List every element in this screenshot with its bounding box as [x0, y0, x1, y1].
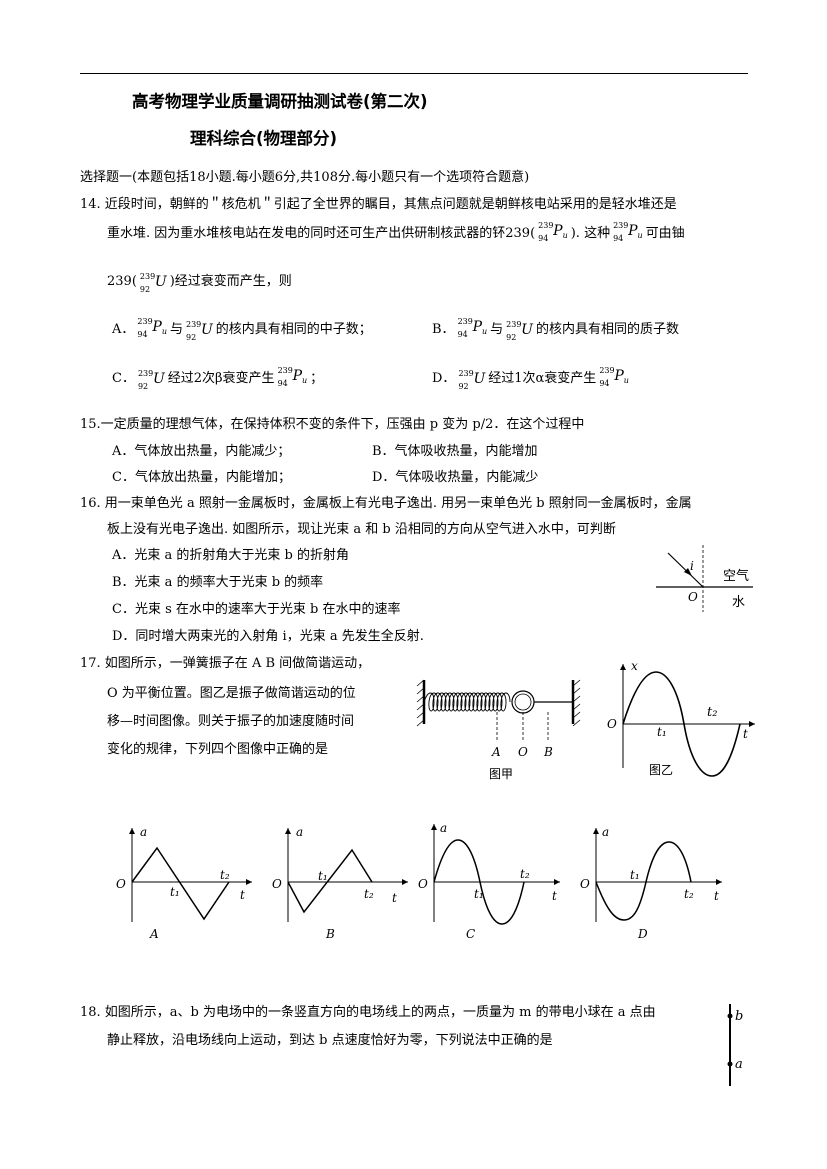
point-b [727, 1013, 733, 1019]
q17-line1: 17. 如图所示，一弹簧振子在 A B 间做简谐运动， [80, 656, 371, 671]
left-wall-hatch [416, 679, 425, 727]
point-a [727, 1061, 733, 1067]
spring [423, 692, 511, 712]
svg-text:t₂: t₂ [520, 867, 530, 881]
option-label-c: C [466, 927, 475, 941]
sine-curve [433, 839, 525, 925]
svg-text:t₁: t₁ [318, 869, 328, 883]
option-graph-c: a O t₁ t₂ t C [418, 821, 560, 941]
q15-option-c: C．气体放出热量，内能增加； [112, 470, 291, 485]
origin-label: O [607, 717, 617, 731]
q14-line1: 14. 近段时间，朝鲜的＂核危机＂引起了全世界的瞩目，其焦点问题就是朝鲜核电站采… [80, 197, 677, 212]
q17-line2: O 为平衡位置。图乙是振子做简谐运动的位 [107, 686, 356, 701]
figure-b-caption: 图乙 [649, 763, 673, 777]
x-label: x [631, 659, 638, 673]
q16-option-b: B．光束 a 的频率大于光束 b 的频率 [112, 575, 324, 590]
q15-option-d: D．气体吸收热量，内能减少 [372, 470, 539, 485]
t2-label: t₂ [707, 705, 717, 720]
right-wall-hatch [572, 679, 581, 727]
exam-subtitle: 理科综合(物理部分) [190, 129, 338, 148]
option-graph-d: a O t₁ t₂ t D [580, 825, 722, 941]
q16-option-d: D．同时增大两束光的入射角 i，光束 a 先发生全反射. [112, 629, 424, 644]
point-o-label: O [518, 745, 528, 759]
q15-option-a: A．气体放出热量，内能减少； [112, 444, 291, 459]
water-label: 水 [732, 595, 745, 610]
air-label: 空气 [723, 568, 749, 584]
svg-text:t: t [240, 888, 245, 902]
svg-text:a: a [440, 821, 447, 835]
q16-option-c: C．光束 s 在水中的速率大于光束 b 在水中的速率 [112, 602, 401, 617]
svg-text:O: O [418, 877, 428, 891]
svg-text:t₁: t₁ [170, 885, 180, 899]
q16-line2: 板上没有光电子逸出. 如图所示，现让光束 a 和 b 沿相同的方向从空气进入水中… [107, 522, 616, 537]
svg-text:t₂: t₂ [364, 887, 374, 901]
displacement-graph: x O t₁ t₂ t 图乙 [607, 659, 755, 777]
q15-stem: 15.一定质量的理想气体，在保持体积不变的条件下，压强由 p 变为 p/2．在这… [80, 417, 585, 432]
svg-text:O: O [580, 877, 590, 891]
svg-text:a: a [296, 825, 303, 839]
svg-text:t₁: t₁ [630, 868, 640, 882]
point-a-label: A [491, 745, 501, 759]
option-label-d: D [637, 927, 648, 941]
point-a-label: a [735, 1057, 743, 1072]
svg-text:a: a [602, 825, 609, 839]
option-label-b: B [325, 927, 335, 941]
point-b-label: b [735, 1009, 743, 1024]
sine-curve [622, 671, 741, 777]
q17-line3: 移—时间图像。则关于振子的加速度随时间 [107, 714, 355, 729]
svg-text:t₂: t₂ [220, 868, 230, 882]
t1-label: t₁ [657, 725, 667, 739]
exam-title: 高考物理学业质量调研抽测试卷(第二次) [132, 92, 428, 111]
triangle-wave [287, 848, 373, 914]
svg-text:t₁: t₁ [474, 887, 484, 901]
arrow-icon [684, 568, 692, 576]
incident-ray [667, 552, 704, 588]
refraction-diagram: i 空气 水 O [656, 545, 753, 612]
origin-label: O [688, 590, 698, 604]
t-label: t [743, 727, 748, 741]
svg-text:O: O [272, 877, 282, 891]
figure-a-caption: 图甲 [489, 767, 513, 781]
triangle-wave [131, 846, 230, 921]
q16-option-a: A．光束 a 的折射角大于光束 b 的折射角 [112, 548, 349, 563]
section-intro: 选择题一(本题包括18小题.每小题6分,共108分.每小题只有一个选项符合题意) [80, 170, 530, 185]
svg-text:t: t [714, 889, 719, 903]
sine-curve [595, 841, 692, 921]
svg-text:t₂: t₂ [684, 887, 694, 901]
q17-line4: 变化的规律，下列四个图像中正确的是 [107, 742, 329, 757]
q15-option-b: B．气体吸收热量，内能增加 [372, 444, 538, 459]
header-rule [80, 73, 748, 74]
svg-text:O: O [116, 877, 126, 891]
q16-line1: 16. 用一束单色光 a 照射一金属板时，金属板上有光电子逸出. 用另一束单色光… [80, 496, 692, 511]
option-graph-b: a O t₁ t₂ t B [272, 825, 408, 941]
point-b-label: B [543, 745, 553, 759]
q18-line1: 18. 如图所示，a、b 为电场中的一条竖直方向的电场线上的两点，一质量为 m … [80, 1005, 656, 1020]
option-graph-a: a O t₁ t₂ t A [116, 825, 252, 941]
spring-oscillator-figure: A O B 图甲 [416, 679, 581, 781]
field-line-diagram: b a [727, 1004, 743, 1086]
option-label-a: A [149, 927, 159, 941]
svg-text:t: t [552, 889, 557, 903]
svg-text:t: t [392, 891, 397, 905]
q18-line2: 静止释放，沿电场线向上运动，到达 b 点速度恰好为零，下列说法中正确的是 [107, 1033, 553, 1048]
angle-label: i [690, 559, 694, 573]
svg-text:a: a [140, 825, 147, 839]
